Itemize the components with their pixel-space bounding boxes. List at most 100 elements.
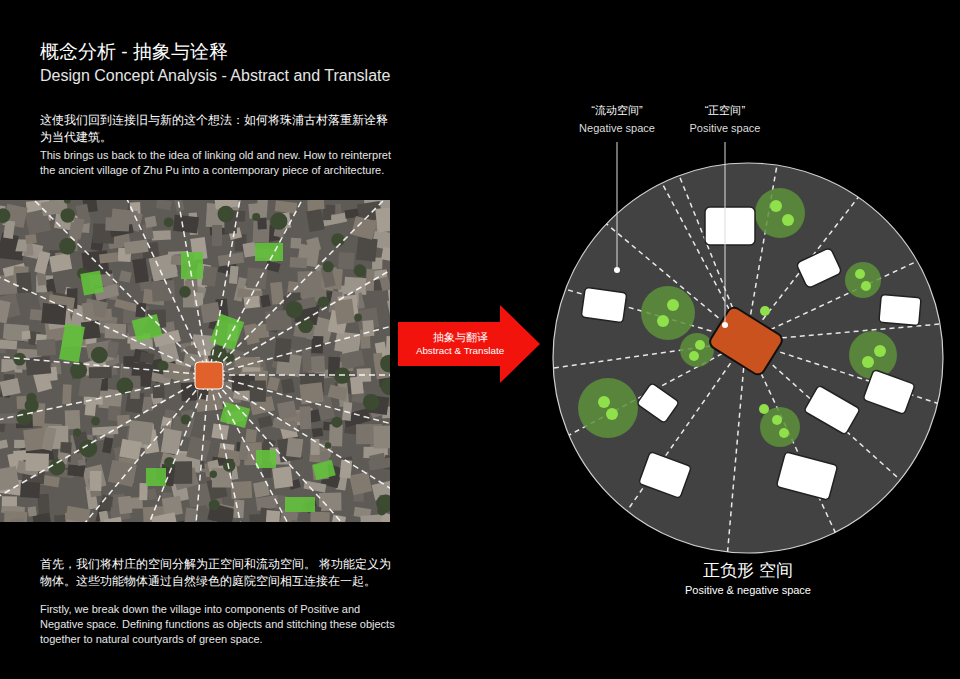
rooftop — [186, 436, 211, 461]
callout-label: Negative space — [579, 122, 655, 136]
arrow-label: 抽象与翻译 — [398, 331, 522, 345]
radial-line — [746, 0, 819, 341]
function-object — [776, 452, 837, 501]
rooftop — [339, 460, 352, 479]
radial-line — [424, 71, 746, 341]
radial-line — [209, 375, 390, 522]
rooftop — [20, 482, 40, 499]
tree — [218, 206, 235, 223]
rooftop — [302, 349, 312, 372]
rooftop — [267, 376, 280, 391]
radial-line — [709, 341, 746, 679]
rooftop — [0, 299, 11, 324]
rooftop — [16, 272, 32, 293]
paragraph: This brings us back to the idea of linki… — [40, 148, 405, 178]
tree — [363, 394, 380, 411]
rooftop — [104, 517, 125, 522]
rooftop — [290, 238, 301, 249]
rooftop — [328, 385, 348, 401]
center-square — [195, 362, 223, 389]
rooftop — [246, 324, 269, 340]
rooftop — [322, 209, 331, 220]
radial-line — [209, 374, 390, 376]
radial-line — [52, 375, 209, 522]
tree — [91, 417, 100, 426]
radial-line — [746, 10, 960, 341]
rooftop — [277, 401, 297, 420]
courtyard — [256, 450, 276, 468]
radial-line — [505, 341, 746, 679]
function-objects — [581, 207, 921, 500]
tree — [380, 355, 390, 372]
rooftop — [334, 299, 355, 325]
rooftop — [151, 280, 175, 302]
rooftop — [250, 380, 266, 401]
tree — [66, 243, 72, 249]
rooftop — [274, 338, 292, 363]
rooftop — [124, 240, 149, 255]
tree — [323, 261, 334, 272]
rooftop — [102, 437, 113, 454]
function-object — [705, 207, 755, 245]
rooftop — [277, 436, 303, 462]
paragraph: Firstly, we break down the village into … — [40, 602, 405, 647]
radial-line — [32, 200, 210, 375]
radial-line — [0, 200, 209, 375]
courtyard — [59, 324, 85, 363]
rooftop — [119, 270, 132, 283]
tree — [0, 208, 10, 223]
rooftop — [27, 506, 37, 516]
rooftop — [281, 378, 295, 394]
rooftop — [0, 439, 8, 449]
rooftop — [54, 515, 67, 522]
function-object — [796, 247, 842, 288]
radial-line — [209, 200, 390, 375]
rooftop — [67, 465, 78, 477]
rooftop — [374, 426, 391, 449]
rooftop — [350, 376, 364, 394]
rooftop — [275, 200, 298, 213]
rooftop — [260, 295, 271, 308]
rooftop — [387, 296, 390, 321]
rooftop — [243, 242, 257, 257]
rooftop — [25, 234, 37, 244]
courtyard — [285, 497, 315, 512]
rooftop — [34, 251, 50, 275]
courtyard — [132, 314, 163, 342]
rooftop — [272, 466, 293, 489]
rooftop — [41, 427, 56, 451]
radial-line — [209, 375, 296, 522]
rooftop — [173, 215, 199, 234]
courtyard-circle — [755, 188, 805, 238]
tree — [377, 506, 386, 515]
callout-label: “正空间” — [705, 104, 745, 118]
green-dot — [759, 404, 769, 414]
tree — [73, 428, 81, 436]
courtyard — [255, 243, 283, 261]
title: 概念分析 - 抽象与诠释 — [40, 40, 228, 64]
rooftop — [312, 428, 323, 437]
tree — [179, 286, 191, 298]
arrow-label: Abstract & Translate — [398, 345, 522, 358]
rooftop — [92, 426, 118, 436]
rooftop — [310, 512, 330, 522]
tree — [270, 213, 287, 230]
green-dot — [760, 306, 770, 316]
tree — [25, 399, 39, 413]
rooftop — [212, 225, 222, 246]
rooftop — [0, 466, 20, 492]
tree — [318, 296, 330, 308]
radial-line — [589, 0, 746, 341]
rooftop — [49, 253, 72, 272]
tree — [49, 459, 65, 475]
leader-dot — [614, 267, 620, 273]
radial-line — [172, 375, 209, 522]
rooftop — [349, 472, 372, 496]
rooftop — [151, 230, 171, 240]
radial-line — [0, 375, 209, 522]
rooftop — [244, 296, 261, 309]
rooftop — [311, 336, 323, 353]
rooftop — [245, 429, 257, 443]
rooftop — [106, 341, 119, 358]
rooftop — [351, 216, 377, 240]
